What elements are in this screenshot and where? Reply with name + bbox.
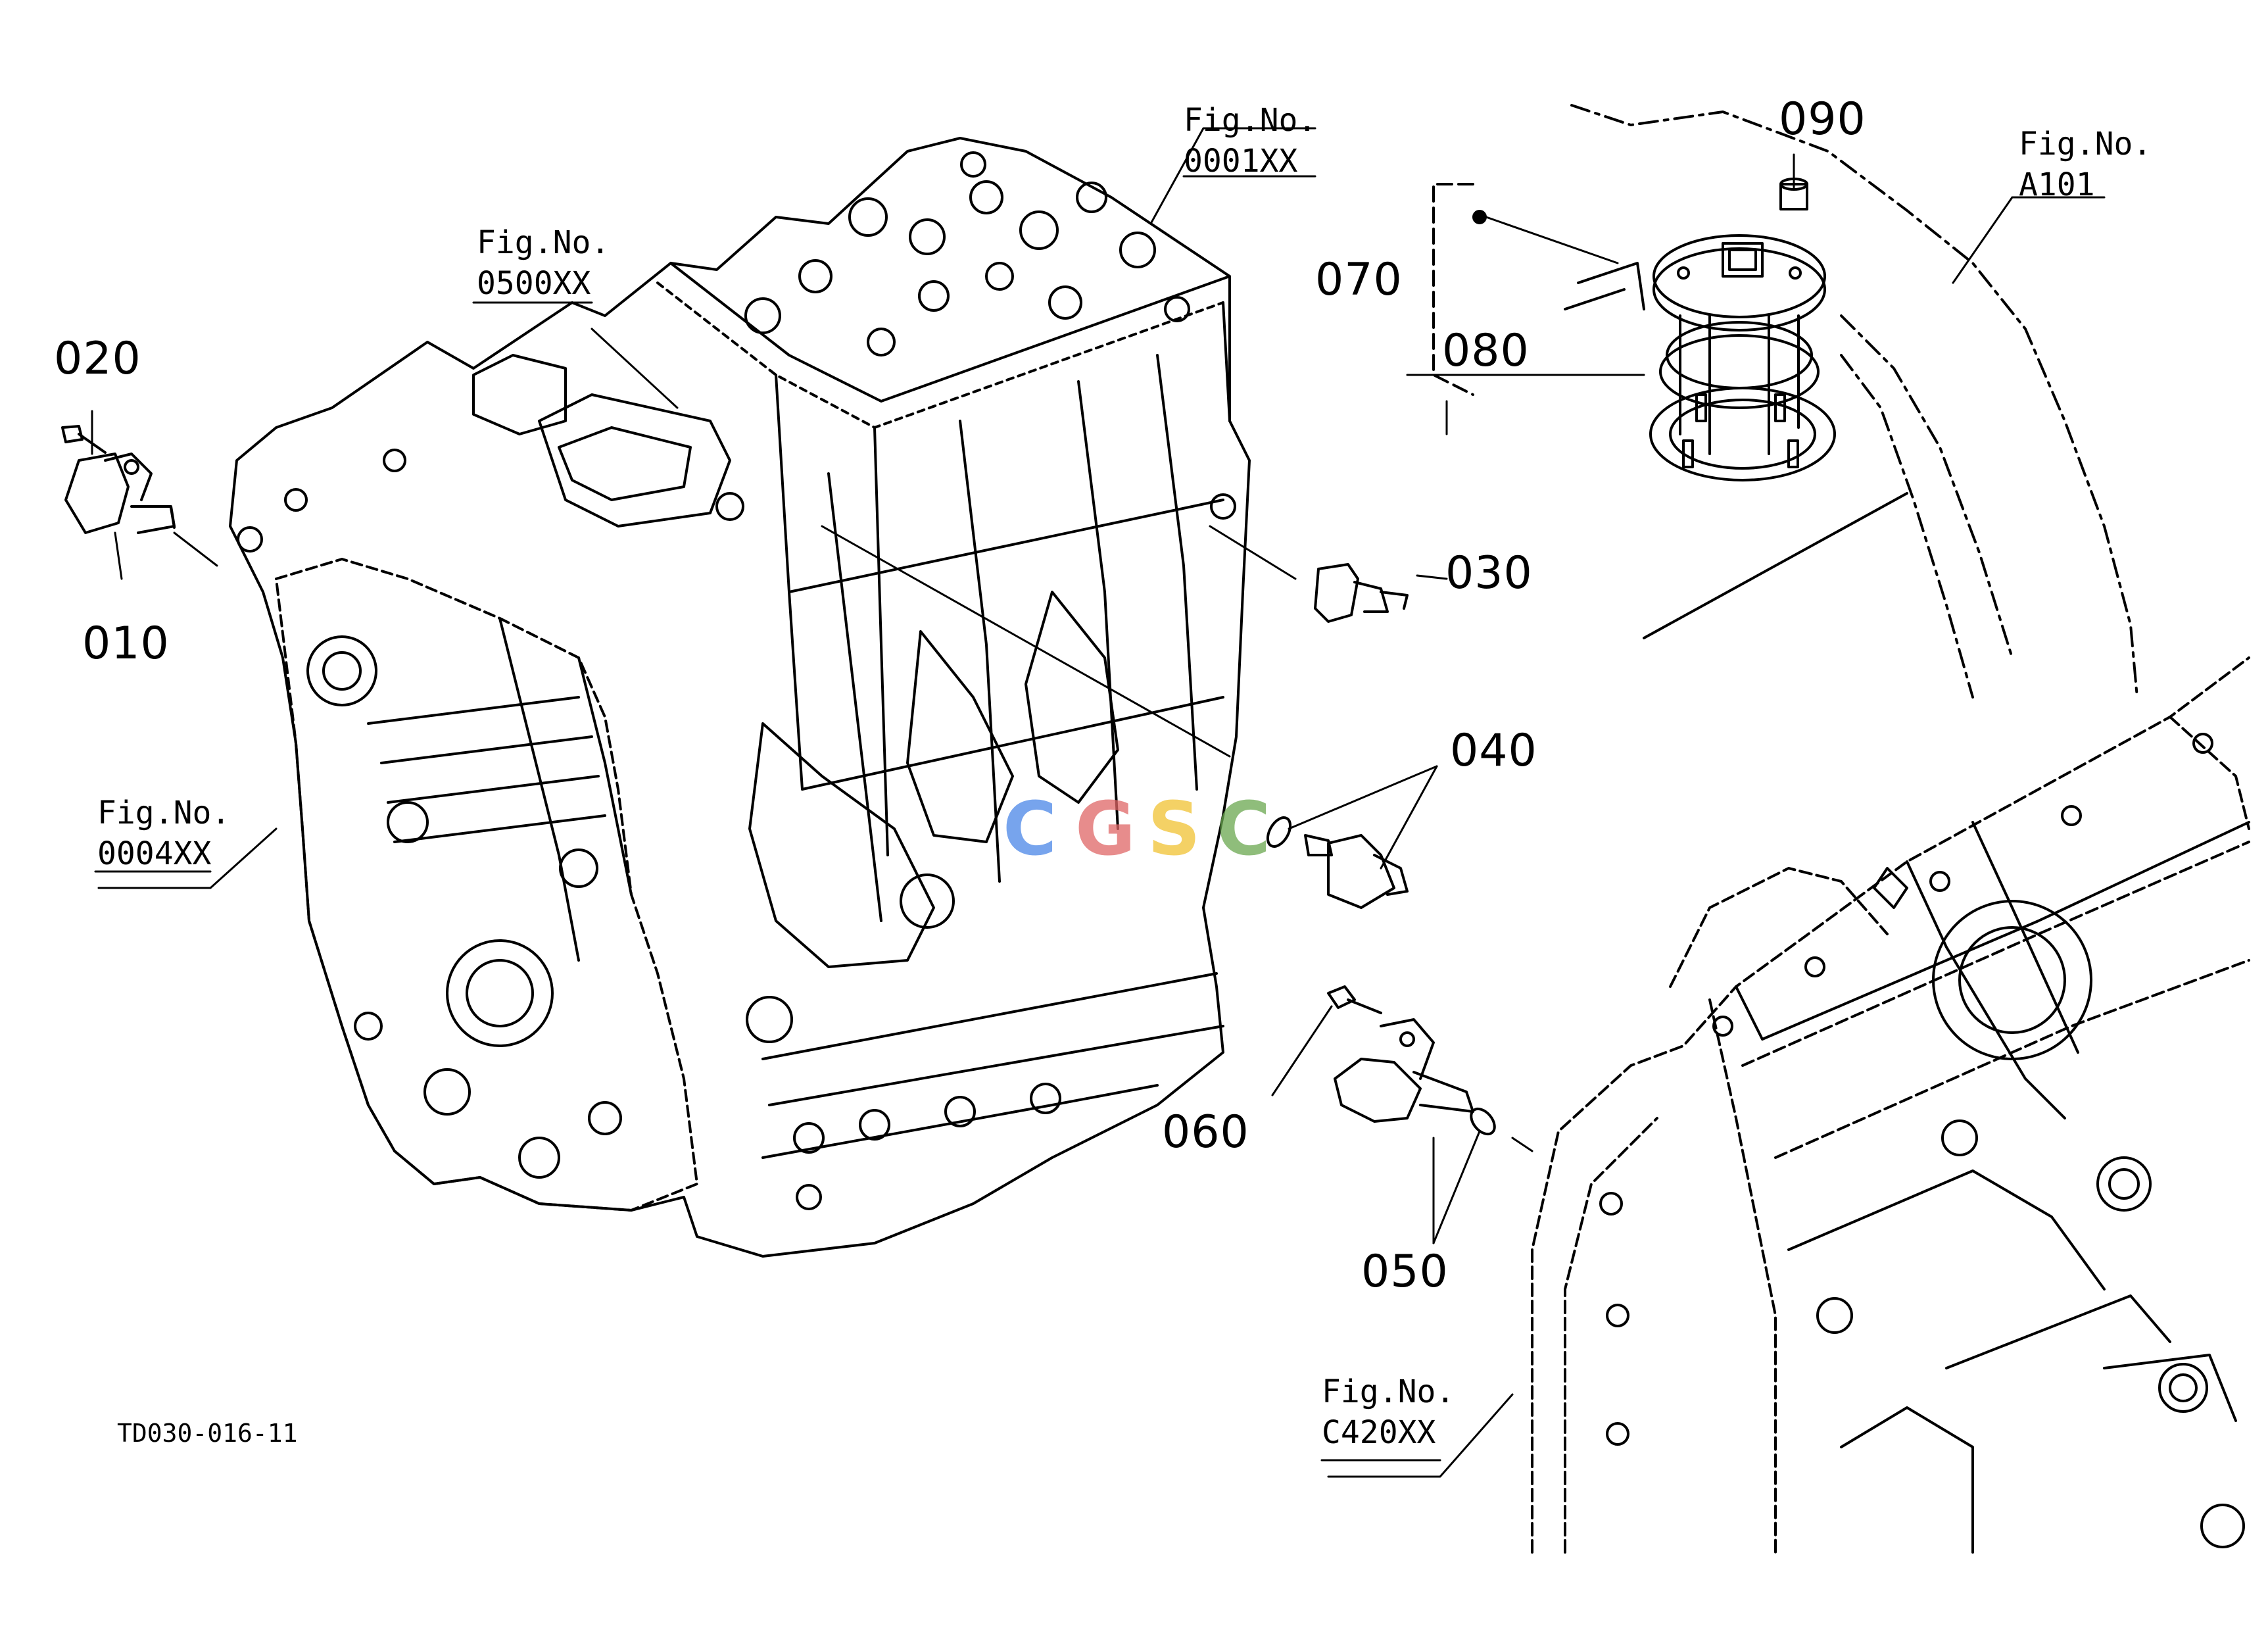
fig-ref-crankcase-line1: Fig.No. [97, 795, 231, 831]
watermark-letter-1: C [1003, 787, 1057, 872]
part-010-crank-sensor [64, 453, 176, 534]
part-label-090: 090 [1779, 93, 1866, 145]
fig-ref-head-line1: Fig.No. [477, 224, 610, 261]
fig-ref-tank-line1: Fig.No. [2019, 126, 2152, 162]
engine-block [229, 137, 1251, 1258]
part-label-030: 030 [1445, 547, 1533, 599]
part-label-050: 050 [1361, 1246, 1449, 1298]
watermark-letter-3: S [1147, 787, 1201, 872]
part-040-sensor [1266, 816, 1409, 909]
fuel-tank-outline [1570, 104, 2138, 699]
dot-070 [1472, 210, 1487, 224]
part-label-070: 070 [1315, 254, 1403, 306]
tank-edge-line [1643, 492, 1908, 639]
fuel-sender-assembly [1649, 234, 1836, 481]
fig-ref-block: Fig.No. 0001XX [1184, 100, 1316, 182]
part-030-sensor [1314, 563, 1409, 623]
part-050-cam-sensor [1334, 1018, 1496, 1136]
part-label-060: 060 [1162, 1106, 1249, 1158]
fig-ref-tank-line2: A101 [2019, 166, 2095, 203]
part-label-040: 040 [1450, 725, 1537, 777]
fig-ref-transmission: Fig.No. C420XX [1322, 1371, 1455, 1453]
fig-ref-block-line2: 0001XX [1184, 143, 1298, 180]
watermark-letter-2: G [1075, 787, 1136, 872]
fig-ref-transmission-line2: C420XX [1322, 1414, 1436, 1451]
fig-ref-block-line1: Fig.No. [1184, 102, 1317, 139]
fig-ref-head-line2: 0500XX [477, 265, 591, 302]
fig-ref-crankcase-line2: 0004XX [97, 835, 212, 872]
tank-edge-line-2 [1564, 288, 1626, 310]
part-020-bolt [61, 425, 107, 454]
part-label-020: 020 [54, 333, 141, 385]
fig-ref-tank: Fig.No. A101 [2019, 124, 2152, 205]
bracket-070 [1432, 183, 1474, 396]
fig-ref-crankcase: Fig.No. 0004XX [97, 793, 230, 874]
fig-underlines [94, 175, 2106, 1462]
drawing-code: TD030-016-11 [117, 1419, 298, 1448]
watermark-letter-4: C [1217, 787, 1271, 872]
part-label-010: 010 [82, 618, 170, 670]
part-label-080: 080 [1442, 325, 1530, 377]
fig-ref-transmission-line1: Fig.No. [1322, 1373, 1455, 1410]
part-060-bolt [1327, 985, 1382, 1014]
transmission-details [1599, 733, 2250, 1554]
tank-bracket [1577, 262, 1645, 310]
fig-ref-head: Fig.No. 0500XX [477, 222, 610, 304]
